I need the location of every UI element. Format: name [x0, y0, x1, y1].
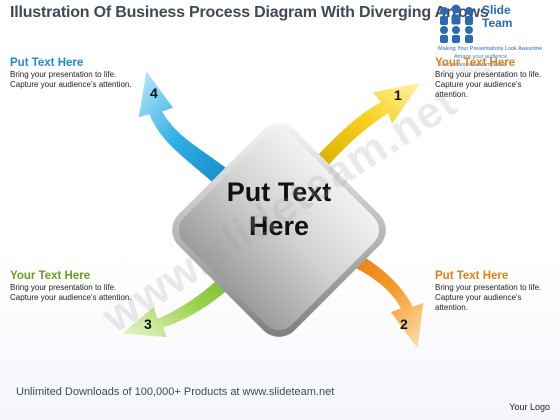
brand-name-line1: Slide: [482, 3, 511, 17]
block-heading: Put Text Here: [10, 57, 84, 69]
block-heading: Your Text Here: [10, 270, 91, 282]
brand-tagline-3: Get professional templates: [440, 62, 506, 68]
brand-url: www.slideteam.net: [442, 68, 493, 74]
brand-tagline-2: Amaze your audience: [454, 54, 508, 60]
brand-name: Slide Team: [482, 4, 512, 30]
block-heading: Your Text Here: [435, 57, 516, 69]
slide-title: Illustration Of Business Process Diagram…: [10, 4, 489, 21]
brand-logo: Slide Team Making Your Presentations Loo…: [436, 2, 560, 76]
arrow-number-4: 4: [150, 85, 158, 101]
block-body: Bring your presentation to life. Capture…: [435, 283, 542, 312]
arrow-4-blue: [137, 68, 233, 189]
arrow-number-2: 2: [400, 316, 408, 332]
people-icon: [440, 4, 473, 43]
block-body: Bring your presentation to life. Capture…: [10, 70, 132, 89]
block-body: Bring your presentation to life. Capture…: [435, 70, 542, 99]
arrow-1-yellow: [311, 81, 424, 171]
text-block-bottom-left: Your Text Here Bring your presentation t…: [10, 269, 160, 303]
center-diamond: [172, 123, 386, 337]
center-label: Put Text Here: [226, 177, 332, 241]
logo-placeholder: Your Logo: [509, 402, 550, 412]
brand-name-line2: Team: [482, 16, 513, 30]
arrow-number-1: 1: [394, 87, 402, 103]
brand-tagline: Making Your Presentations Look Awesome: [438, 46, 543, 52]
footer-text: Unlimited Downloads of 100,000+ Products…: [16, 386, 335, 398]
text-block-bottom-right: Put Text Here Bring your presentation to…: [435, 269, 555, 313]
text-block-top-right: Your Text Here Bring your presentation t…: [435, 56, 555, 100]
arrow-number-3: 3: [144, 316, 152, 332]
block-body: Bring your presentation to life. Capture…: [10, 283, 132, 302]
block-heading: Put Text Here: [435, 270, 509, 282]
text-block-top-left: Put Text Here Bring your presentation to…: [10, 56, 160, 90]
